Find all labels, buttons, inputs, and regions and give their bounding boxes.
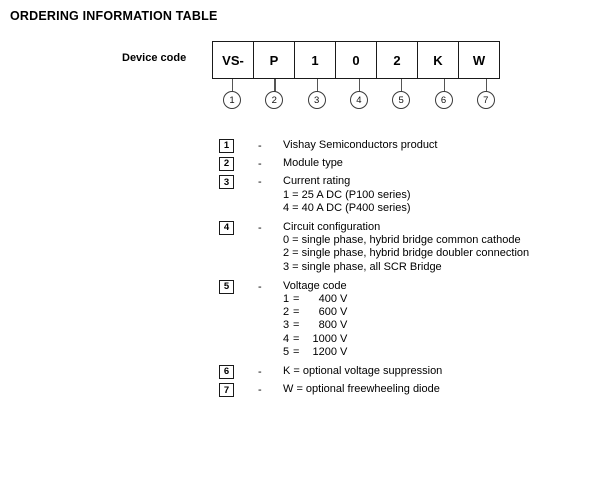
voltage-code-unit: V [340, 345, 348, 358]
callout-circle-7: 7 [476, 91, 495, 109]
legend-entry-body: K = optional voltage suppression [283, 365, 609, 378]
legend-entry-title: Vishay Semiconductors product [283, 139, 438, 151]
callout-3: 3 [297, 79, 339, 117]
device-code-cell-5: 2 [377, 42, 418, 78]
callout-4: 4 [339, 79, 381, 117]
legend-entry-title: W = optional freewheeling diode [283, 383, 440, 396]
callout-1: 1 [212, 79, 254, 117]
leader-line-icon [358, 79, 361, 92]
device-code-cell-2: P [254, 42, 295, 78]
callout-5: 5 [381, 79, 423, 117]
voltage-code-key: 2 [283, 306, 290, 319]
callout-circle-6: 6 [434, 91, 453, 109]
legend-sub-line: 3 = single phase, all SCR Bridge [283, 260, 442, 273]
voltage-code-value: 400 [318, 293, 337, 306]
voltage-code-equals: = [293, 332, 300, 345]
device-code-cell-7: W [459, 42, 500, 78]
voltage-code-key: 3 [283, 319, 290, 332]
voltage-code-key: 4 [283, 332, 290, 345]
legend-separator: - [258, 158, 262, 171]
legend-entry-1: 1 - Vishay Semiconductors product [219, 139, 609, 153]
legend-entry-7: 7 - W = optional freewheeling diode [219, 383, 609, 398]
device-code-cell-3: 1 [295, 42, 336, 78]
leader-line-icon [316, 79, 318, 92]
page-title: ORDERING INFORMATION TABLE [10, 9, 218, 23]
legend-list: 1 - Vishay Semiconductors product 2 - Module … [219, 139, 609, 401]
voltage-code-value: 600 [318, 306, 337, 319]
legend-entry-body: Vishay Semiconductors product [283, 139, 609, 152]
voltage-code-equals: = [293, 306, 300, 319]
legend-entry-body: W = optional freewheeling diode [283, 383, 609, 396]
callout-2: 2 [254, 79, 296, 117]
legend-number-box-1: 1 [219, 139, 234, 153]
legend-sub-line: 0 = single phase, hybrid bridge common c… [283, 234, 521, 247]
legend-separator: - [258, 384, 262, 397]
callout-6: 6 [424, 79, 466, 117]
legend-number-box-7: 7 [219, 383, 234, 398]
legend-entry-title: Module type [283, 157, 343, 170]
voltage-code-value: 1200 [312, 345, 337, 358]
voltage-code-key: 5 [283, 345, 290, 358]
voltage-code-equals: = [293, 319, 300, 332]
leader-line-icon [232, 79, 234, 92]
legend-number-box-2: 2 [219, 157, 234, 172]
voltage-code-unit: V [340, 319, 348, 332]
voltage-code-key: 1 [283, 293, 290, 306]
legend-number-box-5: 5 [219, 279, 234, 294]
legend-separator: - [258, 222, 262, 235]
voltage-code-value: 1000 [312, 332, 337, 345]
callout-circle-4: 4 [349, 91, 368, 109]
voltage-code-equals: = [293, 345, 300, 358]
voltage-code-unit: V [340, 306, 348, 319]
callout-number-row: 1 2 3 4 5 6 7 [212, 79, 509, 117]
leader-line-icon [401, 79, 403, 92]
legend-number-box-4: 4 [219, 221, 234, 236]
leader-line-icon [443, 79, 445, 92]
callout-circle-3: 3 [307, 91, 326, 109]
legend-sub-line: 2 = single phase, hybrid bridge doubler … [283, 247, 530, 260]
voltage-code-unit: V [340, 293, 348, 306]
leader-line-icon [274, 79, 276, 92]
legend-number-box-6: 6 [219, 365, 234, 380]
device-code-cell-6: K [418, 42, 459, 78]
legend-entry-title: Current rating [283, 175, 351, 188]
voltage-code-equals: = [293, 293, 300, 306]
legend-sub-line: 4 = 40 A DC (P400 series) [283, 201, 411, 214]
legend-separator: - [258, 280, 262, 293]
legend-entry-title: K = optional voltage suppression [283, 365, 443, 378]
voltage-code-unit: V [340, 332, 348, 345]
legend-separator: - [258, 140, 262, 152]
callout-circle-5: 5 [392, 91, 411, 109]
device-code-label: Device code [122, 52, 187, 64]
callout-circle-2: 2 [265, 91, 284, 109]
legend-entry-title: Circuit configuration [283, 221, 381, 234]
legend-number-box-3: 3 [219, 175, 234, 190]
callout-7: 7 [466, 79, 508, 117]
voltage-code-value: 800 [318, 319, 337, 332]
legend-entry-6: 6 - K = optional voltage suppression [219, 365, 609, 380]
legend-entry-body: Module type [283, 157, 609, 170]
legend-separator: - [258, 176, 262, 189]
device-code-cell-4: 0 [336, 42, 377, 78]
leader-line-icon [485, 79, 488, 92]
legend-entry-2: 2 - Module type [219, 157, 609, 172]
legend-sub-line: 1 = 25 A DC (P100 series) [283, 188, 411, 201]
legend-entry-title: Voltage code [283, 279, 347, 292]
legend-separator: - [258, 366, 262, 379]
callout-circle-1: 1 [223, 91, 241, 109]
device-code-cell-1: VS- [213, 42, 254, 78]
